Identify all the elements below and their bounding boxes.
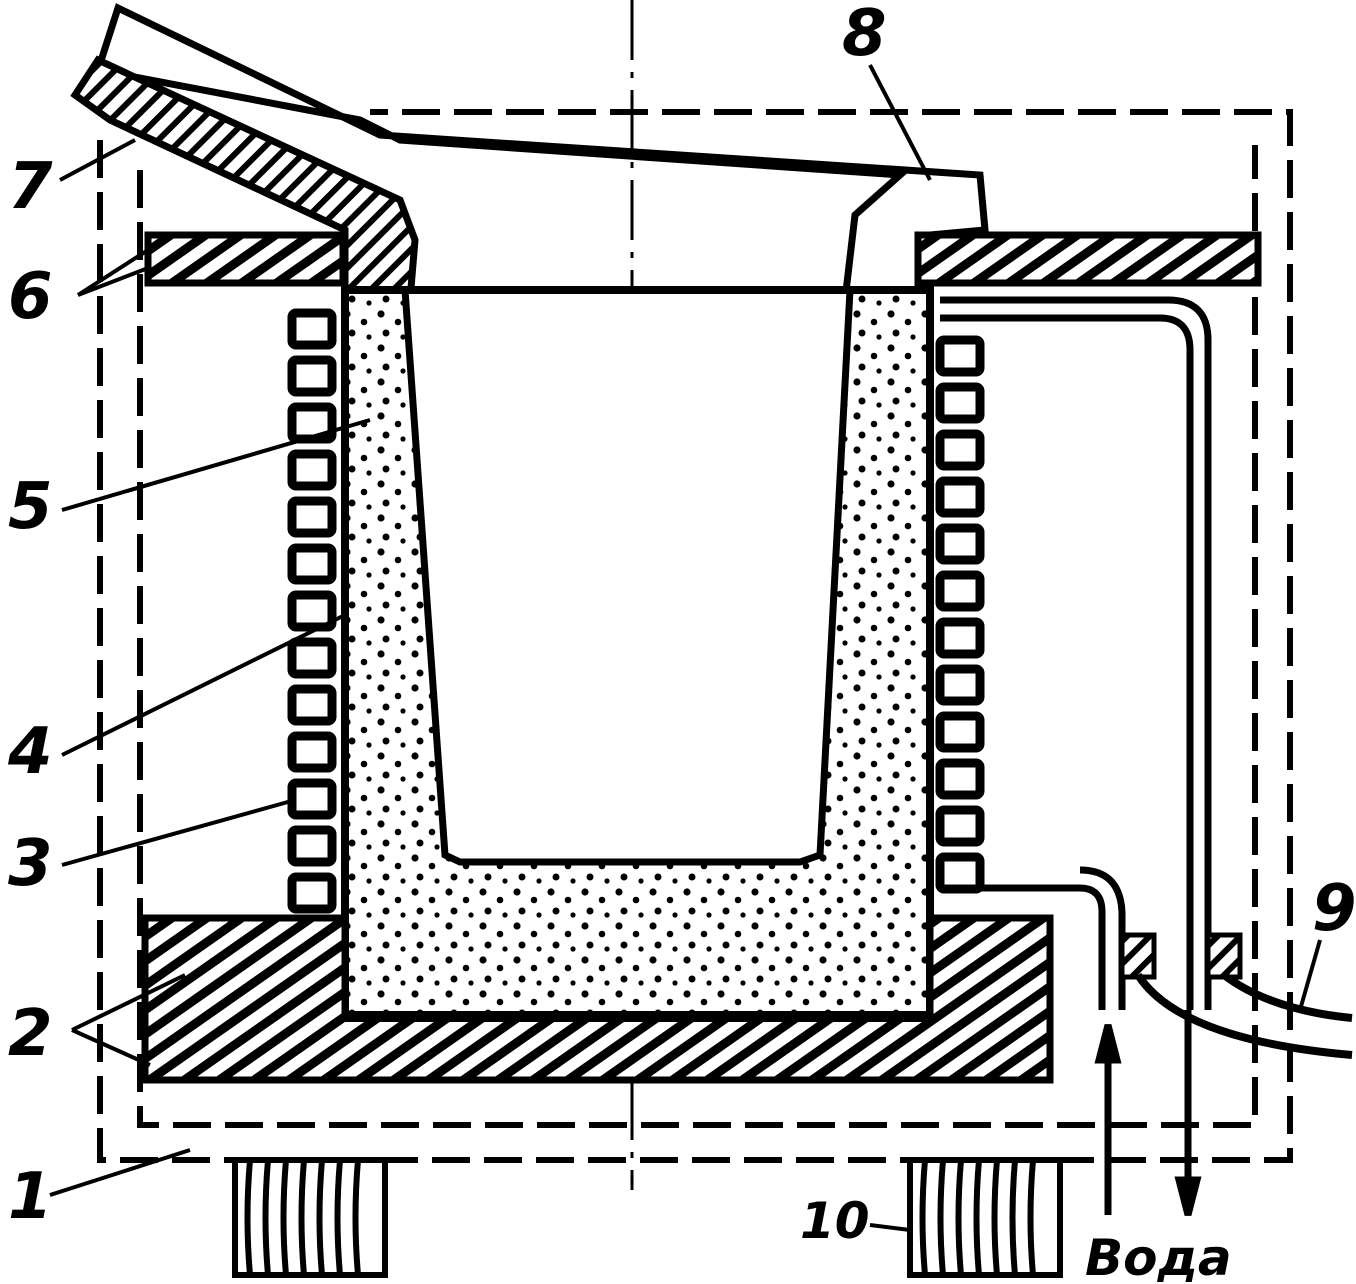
part-labels: 7 6 5 4 3 2 1 8 9 10 Вода — [7, 0, 1356, 1284]
label-4: 4 — [7, 715, 53, 789]
upper-insulation-plate — [144, 231, 1262, 287]
leader-lines — [49, 64, 1322, 1232]
tilting-supports — [232, 1157, 1063, 1278]
label-6: 6 — [8, 260, 53, 334]
label-5: 5 — [8, 470, 53, 544]
label-water: Вода — [1085, 1229, 1232, 1284]
label-1: 1 — [8, 1160, 53, 1234]
label-7: 7 — [8, 150, 53, 224]
bottom-insulation-base — [141, 914, 1054, 1084]
power-leads — [1119, 932, 1353, 1059]
cooling-water-pipes — [940, 296, 1212, 1216]
inductor-coil-left — [287, 308, 337, 914]
label-9: 9 — [1312, 872, 1356, 946]
label-3: 3 — [8, 827, 53, 901]
label-2: 2 — [8, 997, 53, 1071]
crucible-lining — [341, 286, 934, 1019]
label-10: 10 — [800, 1192, 870, 1250]
label-8: 8 — [842, 0, 887, 71]
inductor-coil-right — [935, 335, 985, 894]
casing-frame — [97, 109, 1293, 1163]
